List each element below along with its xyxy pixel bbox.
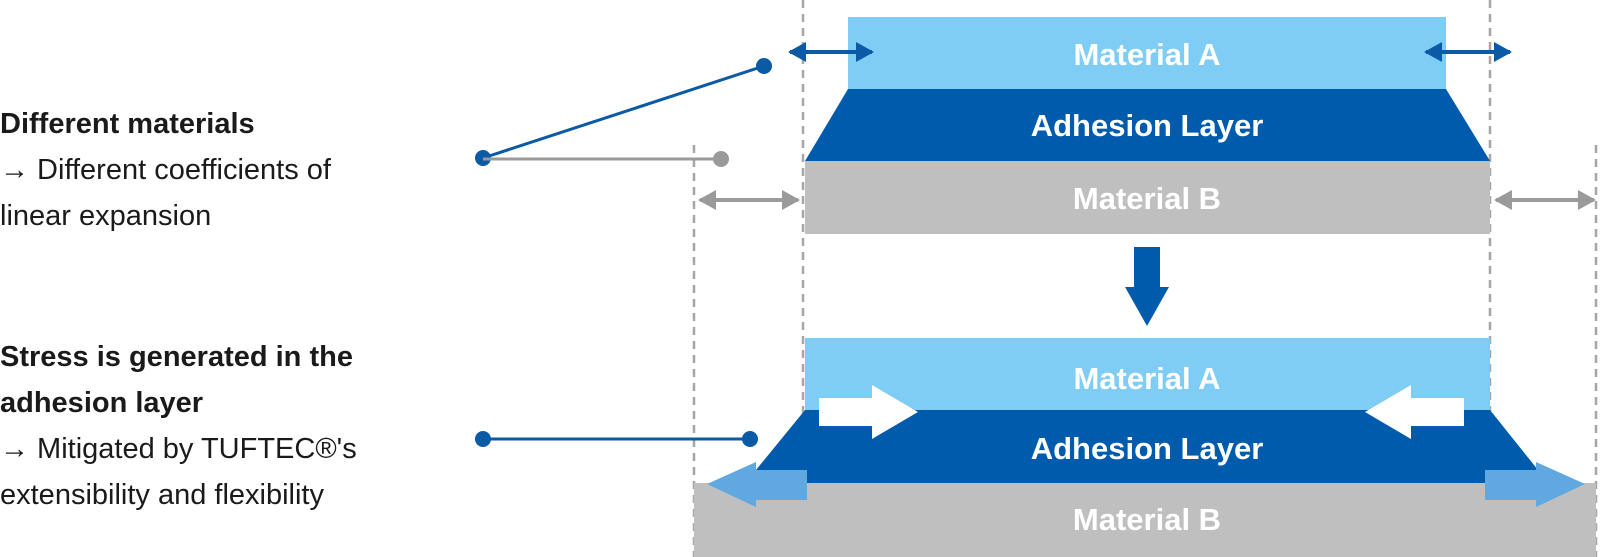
adhesion-label-before: Adhesion Layer	[1031, 108, 1264, 143]
left-arrow-icon	[1365, 385, 1464, 439]
adhesion-layer-after	[756, 410, 1538, 483]
annotation-line: linear expansion	[0, 200, 212, 232]
right-arrow-icon	[1485, 462, 1585, 507]
annotation-line: extensibility and flexibility	[0, 479, 324, 511]
double-arrow-icon	[1494, 190, 1596, 210]
adhesion-label-after: Adhesion Layer	[1031, 431, 1264, 466]
material-a-label-before: Material A	[1073, 37, 1220, 72]
connector-blue	[475, 58, 772, 166]
connector-gray	[483, 151, 729, 167]
annotation-heading: Different materials	[0, 108, 255, 140]
double-arrow-icon	[1424, 42, 1512, 62]
adhesion-layer-before	[805, 89, 1490, 161]
annotation-heading: Stress is generated in the	[0, 341, 353, 373]
material-a-layer-before	[848, 17, 1446, 89]
connector-blue	[475, 431, 758, 447]
annotation-different-materials: Different materials → Different coeffici…	[0, 101, 420, 239]
annotation-heading: adhesion layer	[0, 387, 204, 419]
annotation-line: → Different coefficients of	[0, 154, 331, 186]
material-b-label-before: Material B	[1073, 181, 1221, 216]
double-arrow-icon	[788, 42, 874, 62]
annotation-stress-generated: Stress is generated in the adhesion laye…	[0, 334, 420, 518]
double-arrow-icon	[698, 190, 800, 210]
right-arrow-icon	[819, 385, 918, 439]
left-arrow-icon	[707, 462, 807, 507]
material-a-layer-after	[805, 338, 1490, 410]
material-b-layer-after	[694, 483, 1596, 557]
annotation-line: → Mitigated by TUFTEC®'s	[0, 433, 357, 465]
down-arrow-icon	[1125, 247, 1169, 326]
material-a-label-after: Material A	[1073, 361, 1220, 396]
material-b-layer-before	[805, 161, 1490, 234]
material-b-label-after: Material B	[1073, 502, 1221, 537]
